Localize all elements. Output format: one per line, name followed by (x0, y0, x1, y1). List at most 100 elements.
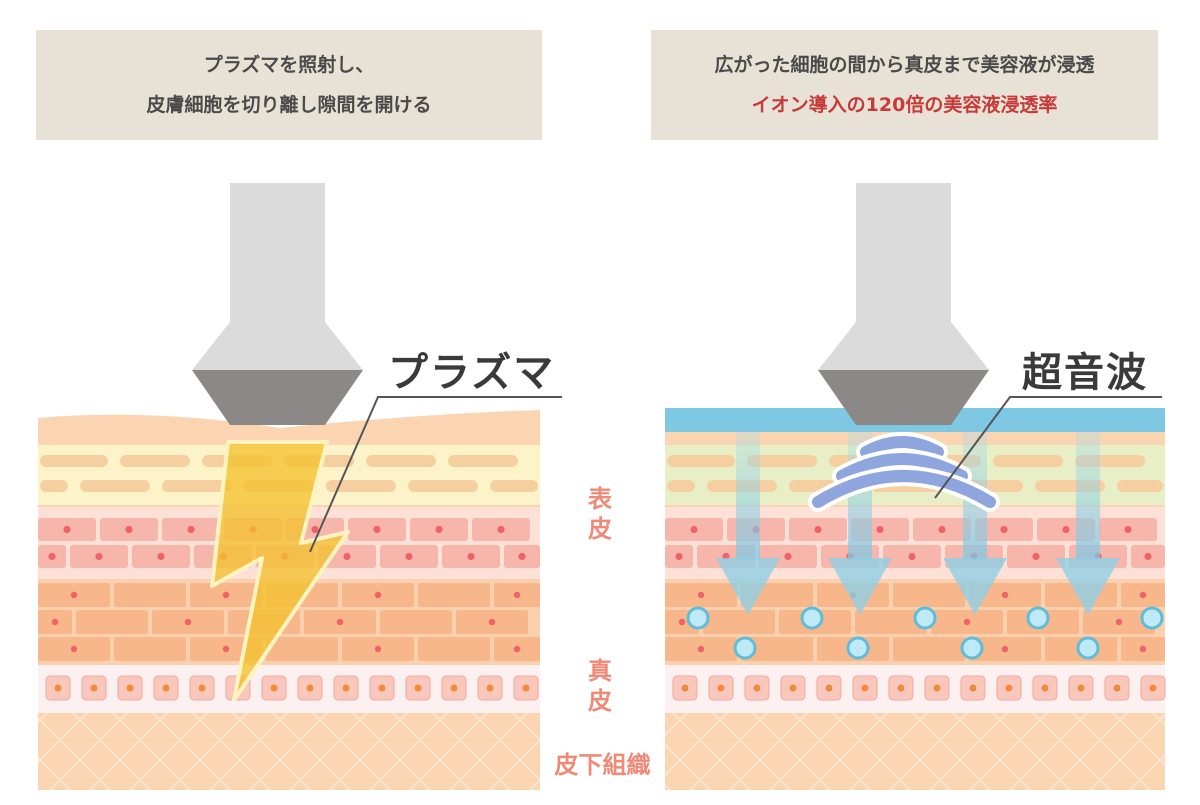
flat-cell (667, 455, 735, 467)
cell-nucleus (1005, 684, 1013, 692)
cell-nucleus (378, 684, 386, 692)
cell-nucleus (311, 525, 319, 534)
dermis-cells-group (45, 675, 539, 701)
serum-bubble (846, 636, 870, 660)
flat-cell (326, 480, 396, 492)
cell-nucleus (270, 684, 278, 692)
cell-nucleus (497, 525, 505, 534)
caption-right: 広がった細胞の間から真皮まで美容液が浸透 イオン導入の120倍の美容液浸透率 (651, 30, 1158, 140)
orange-cell (893, 583, 965, 607)
orange-cell (380, 610, 452, 634)
cell-nucleus (187, 525, 195, 534)
cell-nucleus (1124, 525, 1132, 534)
cell-nucleus (126, 684, 134, 692)
cell-nucleus (125, 525, 133, 534)
subcutaneous-tissue (38, 713, 540, 790)
cell-nucleus (678, 618, 686, 626)
flat-cell (40, 455, 108, 467)
flat-cell (993, 455, 1063, 467)
cell-nucleus (1149, 684, 1157, 692)
cell-nucleus (897, 684, 905, 692)
serum-bubble (733, 636, 757, 660)
cell-nucleus (969, 684, 977, 692)
orange-cell (893, 637, 965, 661)
flat-cell (162, 480, 232, 492)
ultrasound-label: 超音波 (1022, 350, 1148, 396)
cell-nucleus (342, 684, 350, 692)
arrow-head (943, 558, 1007, 615)
cell-nucleus (488, 618, 496, 626)
orange-cell (855, 610, 927, 634)
cell-nucleus (184, 618, 192, 626)
cell-nucleus (690, 525, 698, 534)
cell-nucleus (486, 684, 494, 692)
cell-nucleus (933, 684, 941, 692)
cell-nucleus (48, 552, 56, 561)
dermis-cells-group (672, 675, 1166, 701)
cell-nucleus (198, 684, 206, 692)
arrow-shaft (1076, 432, 1100, 560)
serum-bubble (1026, 606, 1050, 630)
cell-nucleus (95, 552, 103, 561)
cell-nucleus (753, 684, 761, 692)
arrow-shaft (736, 432, 760, 560)
cell-nucleus (54, 684, 62, 692)
cell-nucleus (90, 684, 98, 692)
cell-nucleus (518, 552, 526, 561)
cell-nucleus (1139, 591, 1147, 599)
cell-nucleus (374, 645, 382, 653)
lightning-bolt-icon (210, 440, 350, 702)
cell-nucleus (697, 591, 705, 599)
cell-nucleus (1144, 552, 1152, 561)
serum-bubble (960, 636, 984, 660)
cell-nucleus (70, 645, 78, 653)
cell-nucleus (876, 525, 884, 534)
serum-bubble (1140, 606, 1164, 630)
cell-nucleus (1041, 684, 1049, 692)
cell-nucleus (697, 645, 705, 653)
cell-nucleus (450, 684, 458, 692)
orange-cell (418, 583, 490, 607)
flat-cell (490, 480, 538, 492)
cell-nucleus (675, 552, 683, 561)
cell-nucleus (1000, 525, 1008, 534)
cell-nucleus (222, 591, 230, 599)
caption-right-line2: イオン導入の120倍の美容液浸透率 (751, 94, 1058, 116)
cell-nucleus (513, 591, 521, 599)
flat-cell (80, 480, 150, 492)
cell-nucleus (681, 684, 689, 692)
cell-nucleus (963, 618, 971, 626)
cell-nucleus (1077, 684, 1085, 692)
caption-left: プラズマを照射し、 皮膚細胞を切り離し隙間を開ける (36, 30, 542, 140)
cell-nucleus (467, 552, 475, 561)
cell-nucleus (861, 684, 869, 692)
cell-nucleus (374, 591, 382, 599)
serum-bubble (686, 606, 710, 630)
cell-nucleus (1062, 525, 1070, 534)
cell-nucleus (784, 552, 792, 561)
serum-bubble (913, 606, 937, 630)
caption-left-line1: プラズマを照射し、 (203, 54, 375, 76)
cell-nucleus (435, 525, 443, 534)
cell-nucleus (306, 684, 314, 692)
serum-bubble (800, 606, 824, 630)
cell-nucleus (513, 645, 521, 653)
cell-nucleus (789, 684, 797, 692)
orange-cell (741, 637, 813, 661)
cell-nucleus (343, 552, 351, 561)
plasma-device (192, 183, 363, 425)
cell-nucleus (51, 618, 59, 626)
cell-nucleus (1115, 618, 1123, 626)
penetration-arrows (716, 432, 1120, 615)
orange-cell (418, 637, 490, 661)
cell-nucleus (63, 525, 71, 534)
subcutaneous-tissue (665, 713, 1165, 790)
flat-cell (448, 455, 518, 467)
orange-cell (114, 637, 186, 661)
cell-nucleus (1139, 645, 1147, 653)
cell-nucleus (825, 684, 833, 692)
cell-nucleus (373, 525, 381, 534)
cell-nucleus (908, 552, 916, 561)
cell-nucleus (414, 684, 422, 692)
cell-nucleus (162, 684, 170, 692)
